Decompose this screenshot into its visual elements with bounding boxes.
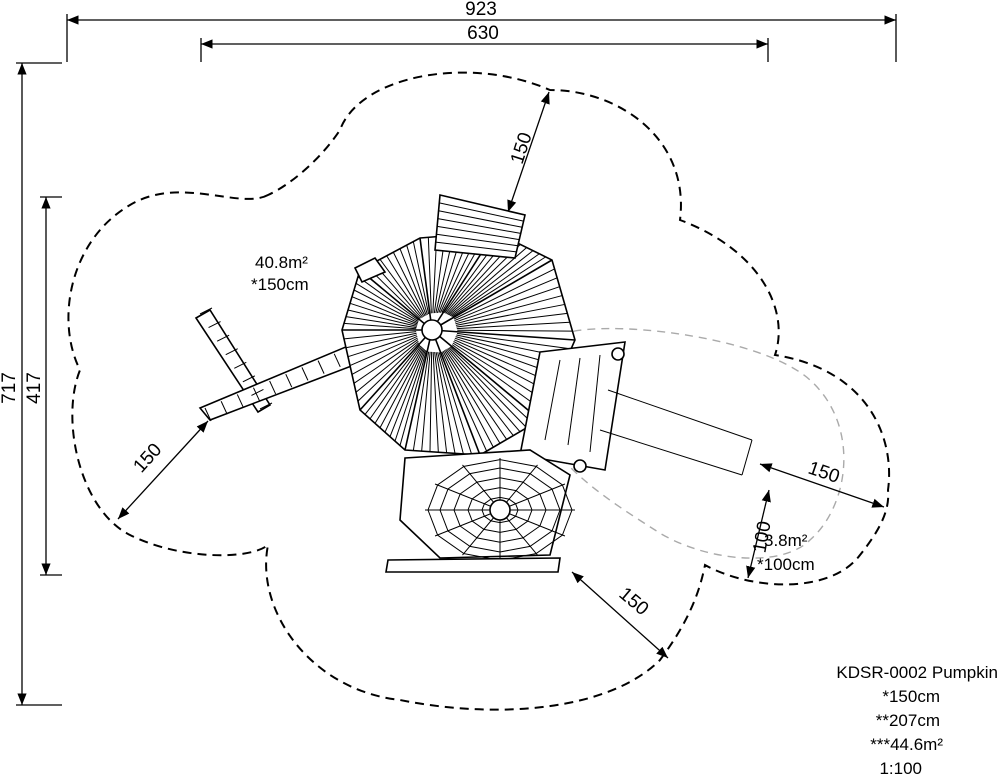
safety-zone-outline [67, 71, 891, 711]
clearance-right-label: 150 [805, 458, 842, 488]
dimension-inner-width: 630 [200, 23, 769, 62]
dimension-overall-width: 923 [66, 0, 897, 62]
clearance-bottom: 150 [571, 571, 669, 659]
legend-model: KDSR-0002 Pumpkin [836, 663, 998, 682]
pumpkin-house [341, 194, 576, 456]
clearance-top: 150 [507, 91, 550, 213]
slide-zone-area: 3.8m² [764, 531, 808, 550]
inner-width-label: 630 [467, 23, 499, 44]
main-zone-area: 40.8m² [255, 253, 308, 272]
legend-total-height: **207cm [876, 711, 940, 730]
legend-total-area: ***44.6m² [870, 735, 943, 754]
slide-zone-annotation: 3.8m² *100cm [757, 531, 815, 574]
model-legend: KDSR-0002 Pumpkin *150cm **207cm ***44.6… [836, 663, 998, 778]
main-zone-fall-height: *150cm [251, 275, 309, 294]
legend-free-height: *150cm [882, 687, 940, 706]
slide-zone-fall-height: *100cm [757, 555, 815, 574]
spider-web-net [385, 449, 575, 573]
main-zone-annotation: 40.8m² *150cm [251, 253, 309, 294]
clearance-left: 150 [117, 420, 209, 520]
legend-scale: 1:100 [879, 759, 922, 778]
clearance-top-label: 150 [507, 130, 537, 167]
inner-height-label: 417 [24, 372, 45, 404]
clearance-right: 150 [759, 458, 885, 508]
dimension-inner-height: 417 [24, 196, 62, 576]
slide [519, 341, 753, 476]
dimension-overall-height: 717 [0, 62, 62, 706]
overall-width-label: 923 [465, 0, 497, 20]
overall-height-label: 717 [0, 372, 20, 404]
